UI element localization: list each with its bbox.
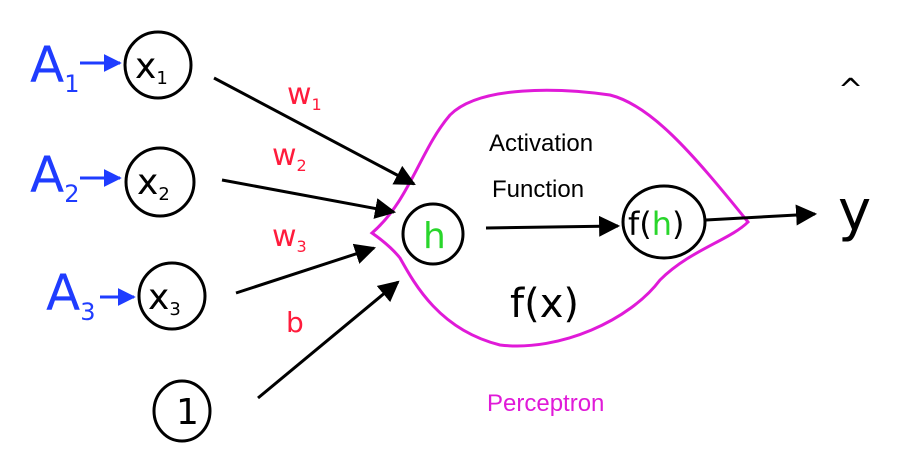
edge-bias-to-h [257,280,400,400]
bias-input: 1 [152,379,212,443]
node-x3 [137,261,207,331]
node-x1-label: x1 [135,46,168,89]
activation-label-line1: Activation [489,130,593,157]
edge-x1-to-h [213,76,416,186]
input-row-3: A3 x3 [46,261,207,331]
input-a3-label: A3 [46,264,96,326]
edge-x3-to-h [235,243,376,295]
node-fh-label: f(h) [628,205,685,243]
node-x3-label: x3 [148,277,181,320]
edge-fh-to-output [705,204,818,226]
node-x1 [123,30,193,100]
node-h [401,202,465,266]
weight-w1-label: w1 [287,77,322,114]
output-y-label: y [838,179,871,244]
function-label: f(x) [510,281,579,327]
node-x2-label: x2 [137,162,170,205]
node-h-label: h [423,216,446,257]
input-row-2: A2 x2 [30,146,196,218]
activation-label-line2: Function [492,176,584,203]
perceptron-boundary [369,88,751,348]
node-bias-label: 1 [176,392,199,433]
node-fh [621,184,707,260]
input-a1-label: A1 [30,36,80,98]
perceptron-caption: Perceptron [487,390,604,417]
input-a2-label: A2 [30,146,80,208]
weight-bias-label: b [286,306,304,339]
output-hat: ^ [838,73,863,108]
edge-x2-to-h [221,178,397,219]
weight-w3-label: w3 [272,219,307,256]
weight-w2-label: w2 [272,138,307,175]
node-x2 [124,146,196,218]
input-row-1: A1 x1 [30,30,193,100]
node-bias [152,379,212,443]
edge-h-to-fh [485,215,621,237]
